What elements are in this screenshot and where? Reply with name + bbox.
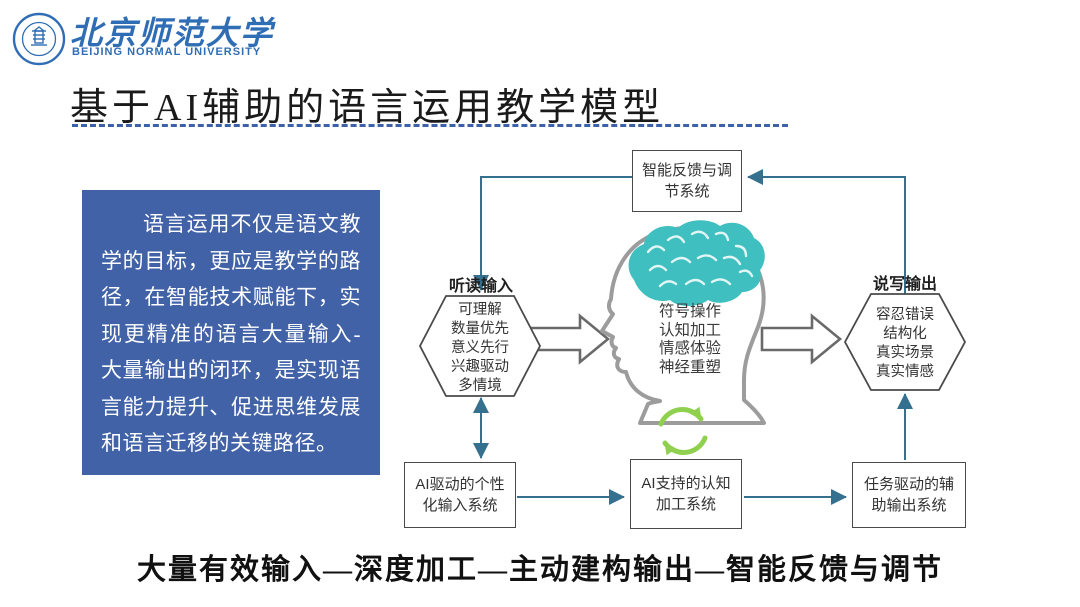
input-hex-item: 数量优先 xyxy=(451,321,509,337)
brain-icon xyxy=(628,220,765,306)
output-system-box: 任务驱动的辅助输出系统 xyxy=(852,462,966,528)
output-hex-item: 真实情感 xyxy=(876,364,934,380)
input-hex-item: 可理解 xyxy=(458,302,502,318)
brain-process-item: 认知加工 xyxy=(658,321,721,339)
input-hex-item: 意义先行 xyxy=(451,340,509,356)
output-hex-items: 容忍错误 结构化 真实场景 真实情感 xyxy=(845,306,965,382)
intro-text: 语言运用不仅是语文教学的目标，更应是教学的路径，在智能技术赋能下，实现更精准的语… xyxy=(101,212,361,455)
cycle-arrows-icon xyxy=(658,406,708,456)
output-hex-title: 说写输出 xyxy=(872,276,937,293)
input-system-box: AI驱动的个性化输入系统 xyxy=(404,462,516,528)
brain-process-item: 符号操作 xyxy=(658,303,721,320)
brain-process-item: 神经重塑 xyxy=(658,358,721,376)
feedback-system-box: 智能反馈与调节系统 xyxy=(632,150,742,212)
university-name-en: BEIJING NORMAL UNIVERSITY xyxy=(72,46,262,58)
brain-process-item: 情感体验 xyxy=(658,340,721,357)
summary-caption: 大量有效输入—深度加工—主动建构输出—智能反馈与调节 xyxy=(136,554,943,586)
page-title: 基于AI辅助的语言运用教学模型 xyxy=(70,87,665,129)
intro-panel: 语言运用不仅是语文教学的目标，更应是教学的路径，在智能技术赋能下，实现更精准的语… xyxy=(82,190,380,475)
input-hex-items: 可理解 数量优先 意义先行 兴趣驱动 多情境 xyxy=(420,301,540,396)
output-hex-item: 真实场景 xyxy=(876,345,934,361)
input-hex-item: 兴趣驱动 xyxy=(451,359,509,375)
input-hex-title: 听读输入 xyxy=(448,278,513,295)
output-flow-arrow-icon xyxy=(760,313,843,365)
university-seal-icon xyxy=(12,12,66,66)
brain-process-items: 符号操作 认知加工 情感体验 神经重塑 xyxy=(622,303,758,377)
output-hex-item: 结构化 xyxy=(883,326,927,342)
output-hex-item: 容忍错误 xyxy=(876,307,934,323)
input-hex-item: 多情境 xyxy=(458,378,502,394)
title-dashed-rule xyxy=(72,124,788,127)
cognition-system-box: AI支持的认知加工系统 xyxy=(630,459,742,529)
university-name-cn: 北京师范大学 xyxy=(70,15,275,51)
